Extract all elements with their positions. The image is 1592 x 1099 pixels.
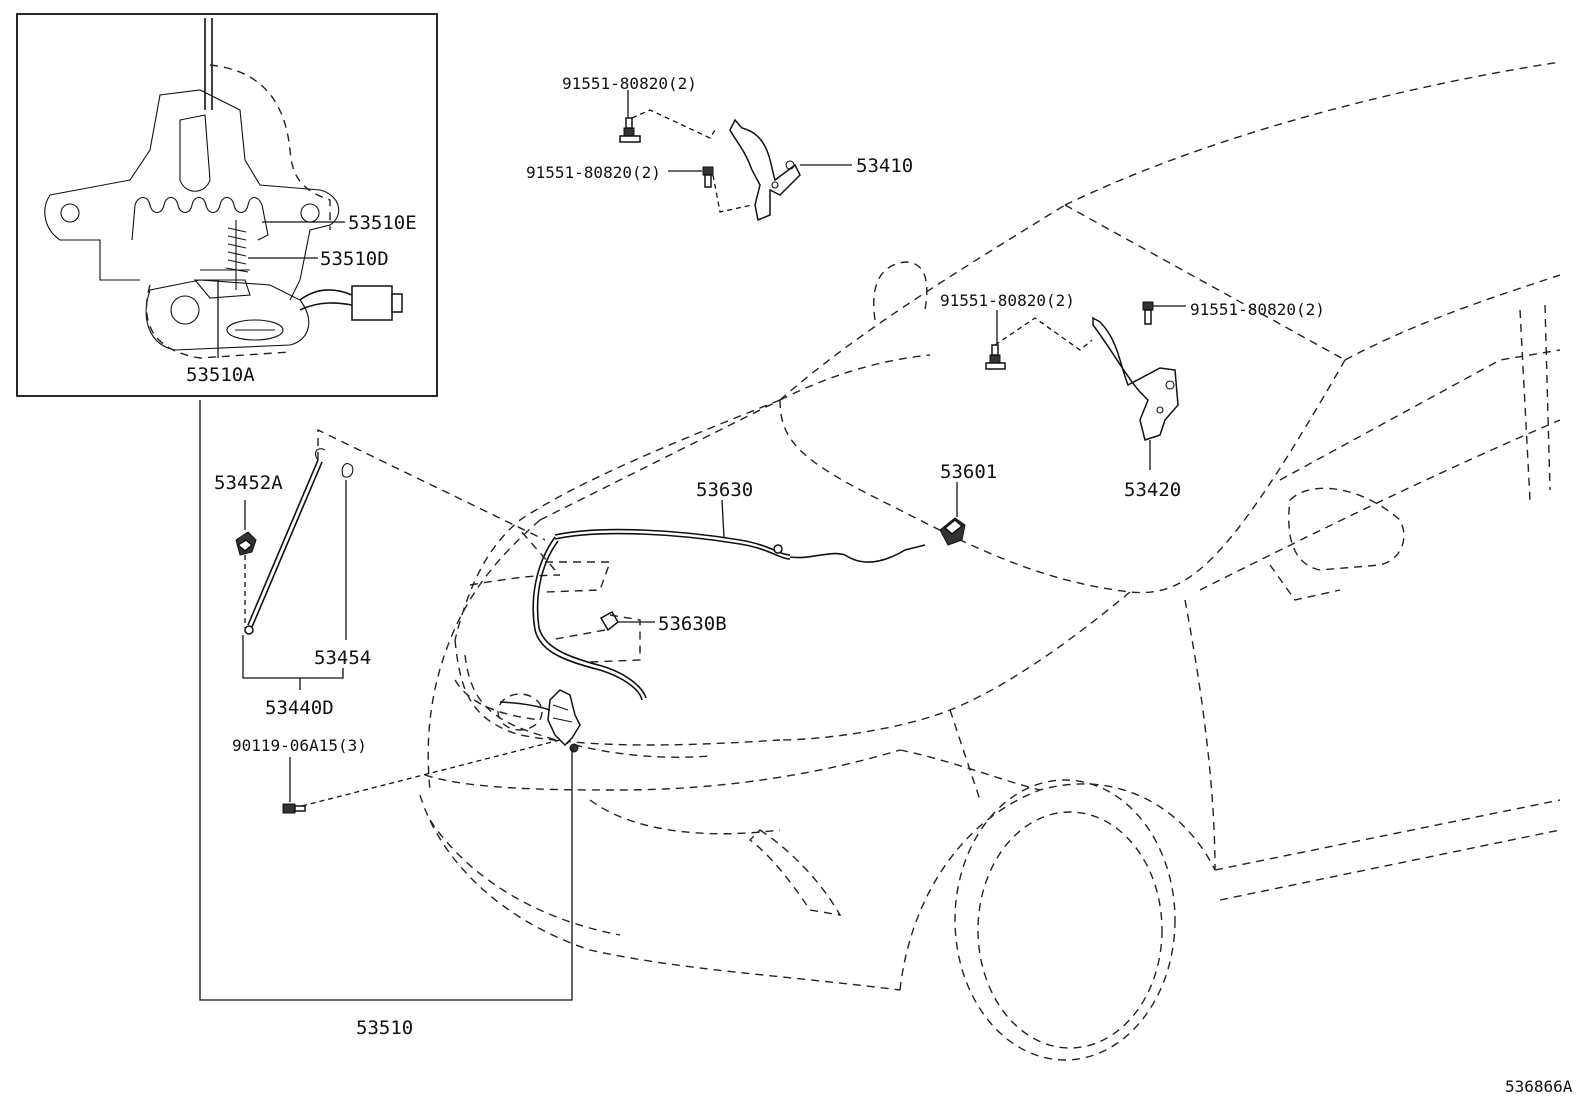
bolt-icon <box>282 803 306 814</box>
bolt-icon <box>619 117 641 143</box>
label-53630: 53630 <box>696 479 753 501</box>
bolt-icon <box>702 166 714 188</box>
vehicle-outline <box>419 61 1561 1061</box>
label-53420: 53420 <box>1124 479 1181 501</box>
label-91551-top-2: 91551-80820(2) <box>526 163 661 182</box>
label-91551-mid-1: 91551-80820(2) <box>940 291 1075 310</box>
label-53510: 53510 <box>356 1017 413 1039</box>
label-53440D: 53440D <box>265 697 334 719</box>
bolt-icon <box>985 344 1006 370</box>
hood-release-cable <box>519 482 966 701</box>
hood-hinge-right <box>985 301 1186 470</box>
hood-lock-assembly <box>199 400 581 1001</box>
label-90119: 90119-06A15(3) <box>232 736 367 755</box>
hood-hinge-left <box>619 90 852 222</box>
label-53454: 53454 <box>314 647 371 669</box>
label-53510A: 53510A <box>186 364 255 386</box>
label-53410: 53410 <box>856 155 913 177</box>
label-53510E: 53510E <box>348 212 417 234</box>
label-53601: 53601 <box>940 461 997 483</box>
latch-detail-inset <box>16 13 438 397</box>
bolt-icon <box>1142 301 1154 325</box>
label-53510D: 53510D <box>320 248 389 270</box>
label-91551-mid-2: 91551-80820(2) <box>1190 300 1325 319</box>
label-53630B: 53630B <box>658 613 727 635</box>
label-91551-top-1: 91551-80820(2) <box>562 74 697 93</box>
hood-support-rod <box>235 428 546 814</box>
diagram-reference-number: 536866A <box>1505 1077 1573 1096</box>
label-53452A: 53452A <box>214 472 283 494</box>
